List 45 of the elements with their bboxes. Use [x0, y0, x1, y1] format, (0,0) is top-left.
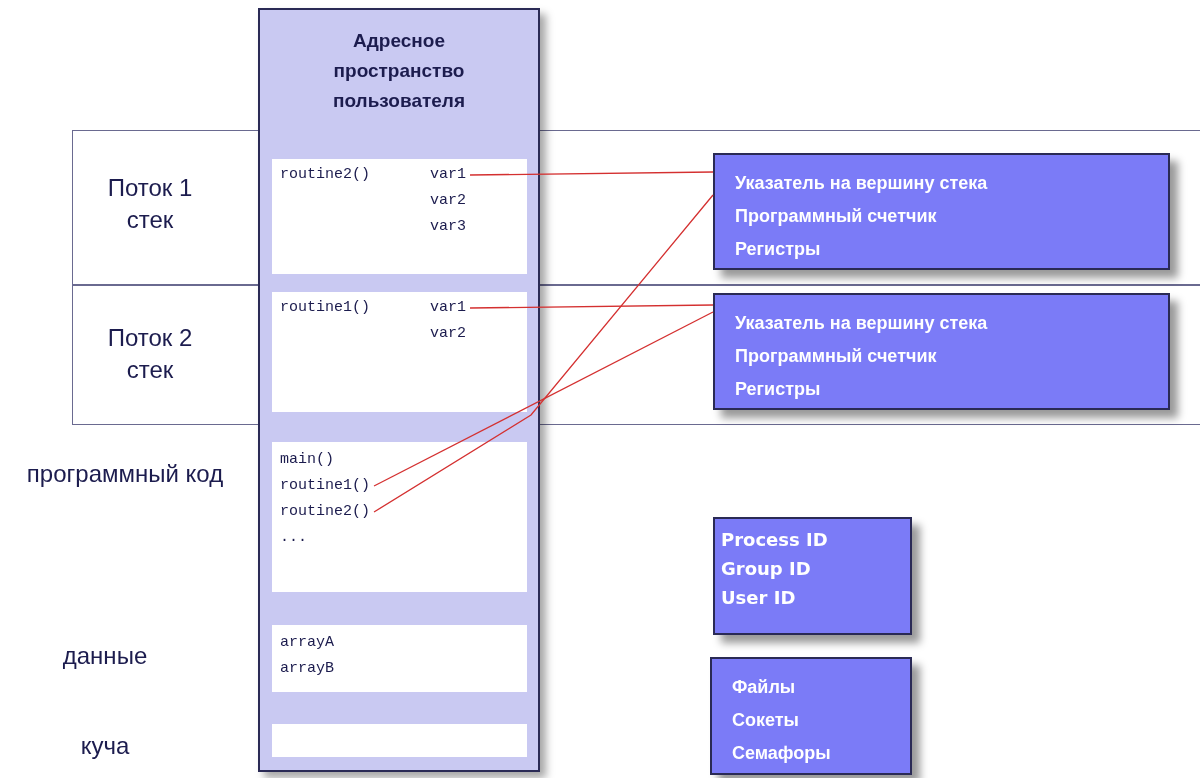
- stack-frame-box: [272, 292, 527, 412]
- context-text: Сокеты: [732, 709, 800, 732]
- connector-line: [373, 194, 714, 513]
- context-text: User ID: [721, 586, 797, 610]
- context-text: Программный счетчик: [735, 205, 938, 228]
- context-text: Group ID: [721, 557, 812, 581]
- context-text: Process ID: [721, 528, 829, 552]
- context-box: [710, 657, 912, 775]
- context-text: Регистры: [735, 238, 822, 261]
- connector-line: [469, 304, 714, 309]
- connector-line: [373, 311, 714, 487]
- connector-line: [469, 171, 714, 176]
- context-text: Регистры: [735, 378, 822, 401]
- segment-label: Поток 2 стек: [106, 323, 194, 385]
- context-box: [713, 293, 1170, 410]
- context-box: [713, 517, 912, 635]
- heap-box: [272, 724, 527, 757]
- code-text: routine1(): [280, 298, 370, 318]
- code-text: routine2(): [280, 502, 370, 522]
- code-text: main(): [280, 450, 334, 470]
- context-text: Указатель на вершину стека: [735, 172, 989, 195]
- column-heading: Адресное пространство пользователя: [332, 29, 466, 113]
- segment-label: Поток 1 стек: [106, 173, 194, 235]
- code-text: var2: [430, 191, 466, 211]
- context-text: Файлы: [732, 676, 797, 699]
- segment-label: программный код: [25, 459, 225, 489]
- code-text: routine2(): [280, 165, 370, 185]
- address-space-column: [258, 8, 540, 772]
- segment-label: куча: [79, 731, 131, 761]
- stack-frame-box: [272, 159, 527, 274]
- code-text: var3: [430, 217, 466, 237]
- code-text: var1: [430, 165, 466, 185]
- code-text: var2: [430, 324, 466, 344]
- code-text: ...: [280, 528, 307, 548]
- segment-label: данные: [61, 641, 149, 671]
- context-text: Указатель на вершину стека: [735, 312, 989, 335]
- context-text: Программный счетчик: [735, 345, 938, 368]
- memory-segment-box: [272, 442, 527, 592]
- code-text: var1: [430, 298, 466, 318]
- code-text: arrayB: [280, 659, 334, 679]
- memory-segment-box: [272, 625, 527, 692]
- code-text: routine1(): [280, 476, 370, 496]
- context-box: [713, 153, 1170, 270]
- code-text: arrayA: [280, 633, 334, 653]
- context-text: Семафоры: [732, 742, 832, 765]
